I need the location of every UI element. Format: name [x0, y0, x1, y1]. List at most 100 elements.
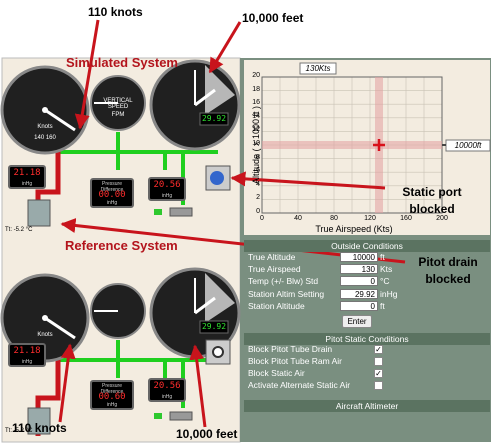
true-airspeed-label: True Airspeed	[248, 264, 301, 274]
reference-altimeter-kollsman-window: 29.92	[201, 322, 227, 331]
reference-pressure-difference-label: Pressure Difference	[100, 383, 124, 395]
reference-pressure-difference-value: 00.60	[98, 392, 126, 402]
pitot-pressure-unit: inHg	[21, 181, 33, 187]
callout-top-knots: 110 knots	[88, 5, 143, 19]
altitude-readout: 10000ft	[454, 141, 482, 150]
chart-x-tick-label: 200	[436, 215, 448, 222]
reference-pressure-difference-unit: inHg	[106, 402, 118, 408]
airspeed-readout-box	[299, 62, 337, 75]
reference-static-port	[205, 339, 231, 365]
block-static-air-checkbox[interactable]: ✓	[374, 369, 383, 378]
chart-y-tick-label: 2	[256, 194, 260, 202]
chart-y-tick-label: 6	[256, 167, 260, 175]
reference-airspeed-label: Knots	[37, 332, 53, 338]
block-pitot-ram-checkbox[interactable]	[374, 357, 383, 366]
reference-pitot-pressure-unit: inHg	[21, 359, 33, 365]
chart-y-tick-label: 20	[252, 72, 260, 79]
temp-label: Temp (+/- Blw) Std	[248, 276, 319, 286]
callout-static-port: Static port blocked	[402, 185, 462, 216]
altimeter-kollsman-window: 29.92	[201, 114, 227, 123]
true-airspeed-input[interactable]: 130	[340, 264, 378, 274]
station-altim-input[interactable]: 29.92	[340, 289, 378, 299]
callout-bottom-knots: 110 knots	[12, 421, 67, 435]
simulated-system-title: Simulated System	[66, 55, 178, 70]
static-pressure-value: 20.56	[153, 180, 181, 190]
altitude-crosshair-band	[262, 141, 442, 149]
vsi-unit: FPM	[111, 112, 125, 118]
chart-y-tick-label: 10	[252, 140, 260, 147]
station-altitude-label: Station Altitude	[248, 301, 305, 311]
altimeter	[149, 59, 241, 151]
reference-static-pressure-unit: inHg	[161, 394, 173, 400]
station-altim-label: Station Altim Setting	[248, 289, 325, 299]
airspeed-label: Knots	[37, 124, 53, 130]
pitot-static-header: Pitot Static Conditions	[244, 333, 490, 345]
alternate-static-valve	[169, 207, 193, 217]
chart-x-tick-label: 0	[260, 215, 264, 222]
alternate-static-checkbox[interactable]	[374, 381, 383, 390]
reference-pitot-drain	[27, 407, 51, 435]
reference-static-port-open	[212, 346, 224, 358]
chart-x-axis-title: True Airspeed (Kts)	[315, 224, 393, 234]
reference-vertical-speed-indicator	[90, 283, 146, 339]
chart-x-tick-label: 40	[294, 215, 302, 222]
block-pitot-ram-label: Block Pitot Tube Ram Air	[248, 356, 343, 366]
vertical-speed-indicator	[90, 75, 146, 131]
alternate-static-label: Activate Alternate Static Air	[248, 380, 351, 390]
reference-pressure-difference-display: Pressure Difference 00.60 inHg	[90, 380, 134, 410]
pressure-difference-value: 00.00	[98, 190, 126, 200]
total-temperature-readout: Tt: -5.2 °C	[5, 227, 33, 233]
reference-static-pressure-value: 20.56	[153, 381, 181, 391]
reference-total-temperature-readout: Tt: -5.2 °C	[5, 428, 33, 434]
temp-unit: °C	[380, 276, 390, 286]
pitot-drain-block	[27, 199, 51, 227]
chart-x-tick-label: 120	[364, 215, 376, 222]
chart-y-tick-label: 8	[256, 153, 260, 161]
callout-pitot-drain: Pitot drain blocked	[418, 255, 478, 286]
station-altitude-input[interactable]: 0	[340, 301, 378, 311]
true-altitude-input[interactable]: 10000	[340, 252, 378, 262]
reference-pitot-pressure-display: 21.18 inHg	[8, 343, 46, 367]
pitot-pressure-display: 21.18 inHg	[8, 165, 46, 189]
block-pitot-drain-checkbox[interactable]: ✓	[374, 345, 383, 354]
chart-y-tick-label: 0	[256, 208, 260, 215]
true-airspeed-unit: Kts	[380, 264, 393, 274]
station-altim-unit: inHg	[380, 289, 398, 299]
reference-pitot-pressure-value: 21.18	[13, 346, 41, 356]
airspeed-tick-labels: 140 160	[34, 135, 56, 141]
outside-conditions-header: Outside Conditions	[244, 240, 490, 252]
chart-x-tick-label: 80	[330, 215, 338, 222]
pressure-difference-unit: inHg	[106, 200, 118, 206]
enter-button[interactable]: Enter	[342, 315, 372, 328]
airspeed-readout: 130Kts	[305, 64, 331, 73]
station-altitude-unit: ft	[380, 301, 385, 311]
callout-top-feet: 10,000 feet	[242, 11, 304, 25]
pressure-difference-display: Pressure Difference 00.00 inHg	[90, 178, 134, 208]
pressure-difference-label: Pressure Difference	[100, 181, 124, 193]
airspeed-indicator	[0, 65, 90, 155]
reference-system-title: Reference System	[65, 238, 178, 253]
chart-y-tick-label: 14	[252, 112, 260, 120]
temp-input[interactable]: 0	[340, 276, 378, 286]
chart-marks	[262, 77, 442, 213]
chart-y-tick-label: 18	[252, 85, 260, 93]
callout-bottom-feet: 10,000 feet	[176, 427, 238, 441]
static-port-blocked-indicator	[210, 171, 224, 185]
reference-static-pressure-display: 20.56 inHg	[148, 378, 186, 402]
chart-y-tick-label: 4	[256, 180, 260, 188]
static-pressure-display: 20.56 inHg	[148, 177, 186, 201]
vsi-label: VERTICAL SPEED	[103, 98, 133, 110]
aircraft-altimeter-header: Aircraft Altimeter	[244, 400, 490, 412]
true-altitude-label: True Altitude	[248, 252, 296, 262]
static-pressure-unit: inHg	[161, 193, 173, 199]
flight-condition-point	[373, 139, 385, 151]
true-altitude-unit: ft	[380, 252, 385, 262]
pitot-pressure-value: 21.18	[13, 168, 41, 178]
chart-y-tick-label: 16	[252, 99, 260, 107]
chart-y-tick-label: 12	[252, 126, 260, 134]
reference-alternate-static-valve	[169, 411, 193, 421]
block-pitot-drain-label: Block Pitot Tube Drain	[248, 344, 333, 354]
reference-alternate-static-indicator	[154, 413, 162, 419]
reference-altimeter	[149, 267, 241, 359]
